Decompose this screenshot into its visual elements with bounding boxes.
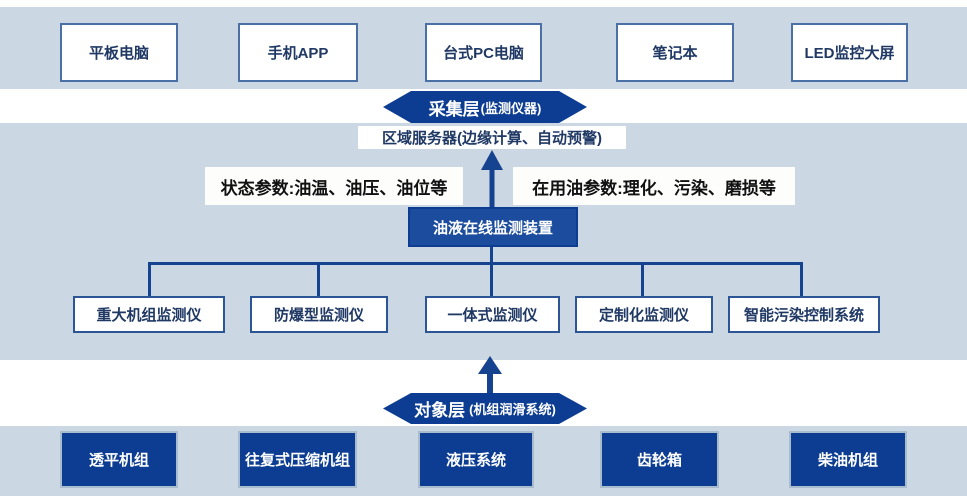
terminal-box-led: LED监控大屏	[791, 23, 908, 82]
terminal-label: 平板电脑	[88, 45, 149, 62]
connector-horizontal	[149, 262, 803, 265]
status-params-text: 状态参数:油温、油压、油位等	[220, 178, 448, 198]
collection-layer-title: 采集层	[428, 99, 480, 119]
monitor-box-customized: 定制化监测仪	[575, 296, 713, 333]
regional-server-box: 区域服务器(边缘计算、自动预警)	[358, 126, 626, 149]
monitoring-device-box: 油液在线监测装置	[408, 207, 578, 247]
monitor-box-contamination: 智能污染控制系统	[728, 296, 880, 333]
terminal-box-desktop: 台式PC电脑	[425, 23, 542, 82]
machine-box-diesel: 柴油机组	[789, 431, 907, 488]
machine-box-compressor: 往复式压缩机组	[238, 431, 357, 488]
monitor-label: 定制化监测仪	[598, 307, 689, 324]
connector-drop-3	[490, 262, 493, 296]
terminal-label: 手机APP	[267, 45, 329, 62]
monitor-label: 重大机组监测仪	[96, 307, 202, 324]
monitor-label: 防爆型监测仪	[273, 307, 364, 324]
collection-layer-badge: 采集层(监测仪器)	[383, 91, 587, 123]
machine-label: 液压系统	[445, 452, 506, 469]
monitoring-device-label: 油液在线监测装置	[432, 219, 553, 237]
connector-drop-1	[148, 262, 151, 296]
terminal-box-phone: 手机APP	[238, 23, 358, 82]
connector-drop-2	[317, 262, 320, 296]
oil-params-label: 在用油参数:理化、污染、磨损等	[513, 167, 795, 205]
machine-label: 往复式压缩机组	[244, 452, 350, 469]
terminal-box-laptop: 笔记本	[616, 23, 734, 82]
monitor-label: 智能污染控制系统	[743, 307, 864, 324]
terminal-box-tablet: 平板电脑	[60, 23, 178, 82]
collection-layer-subtitle: (监测仪器)	[480, 100, 542, 116]
monitor-box-integrated: 一体式监测仪	[425, 296, 560, 333]
machine-label: 齿轮箱	[636, 452, 682, 469]
up-arrow-device-to-server	[481, 150, 503, 208]
object-layer-badge: 对象层(机组润滑系统)	[383, 393, 587, 424]
machine-label: 柴油机组	[817, 452, 878, 469]
connector-drop-4	[641, 262, 644, 296]
monitor-box-explosion: 防爆型监测仪	[250, 296, 388, 333]
monitor-box-major-unit: 重大机组监测仪	[73, 296, 225, 333]
machine-box-turbine: 透平机组	[60, 431, 178, 488]
machine-box-gearbox: 齿轮箱	[600, 431, 719, 488]
oil-params-text: 在用油参数:理化、污染、磨损等	[532, 178, 776, 198]
status-params-label: 状态参数:油温、油压、油位等	[205, 167, 463, 205]
machine-label: 透平机组	[88, 452, 149, 469]
connector-drop-5	[800, 262, 803, 296]
object-layer-title: 对象层	[414, 401, 466, 420]
machine-box-hydraulic: 液压系统	[418, 431, 534, 488]
monitor-label: 一体式监测仪	[447, 307, 538, 324]
terminal-label: LED监控大屏	[804, 45, 895, 62]
terminal-label: 笔记本	[652, 45, 698, 62]
regional-server-label: 区域服务器(边缘计算、自动预警)	[382, 130, 602, 147]
terminal-label: 台式PC电脑	[443, 45, 524, 62]
object-layer-subtitle: (机组润滑系统)	[469, 402, 556, 417]
up-arrow-object-to-monitor	[478, 356, 502, 393]
connector-stem	[490, 247, 493, 263]
